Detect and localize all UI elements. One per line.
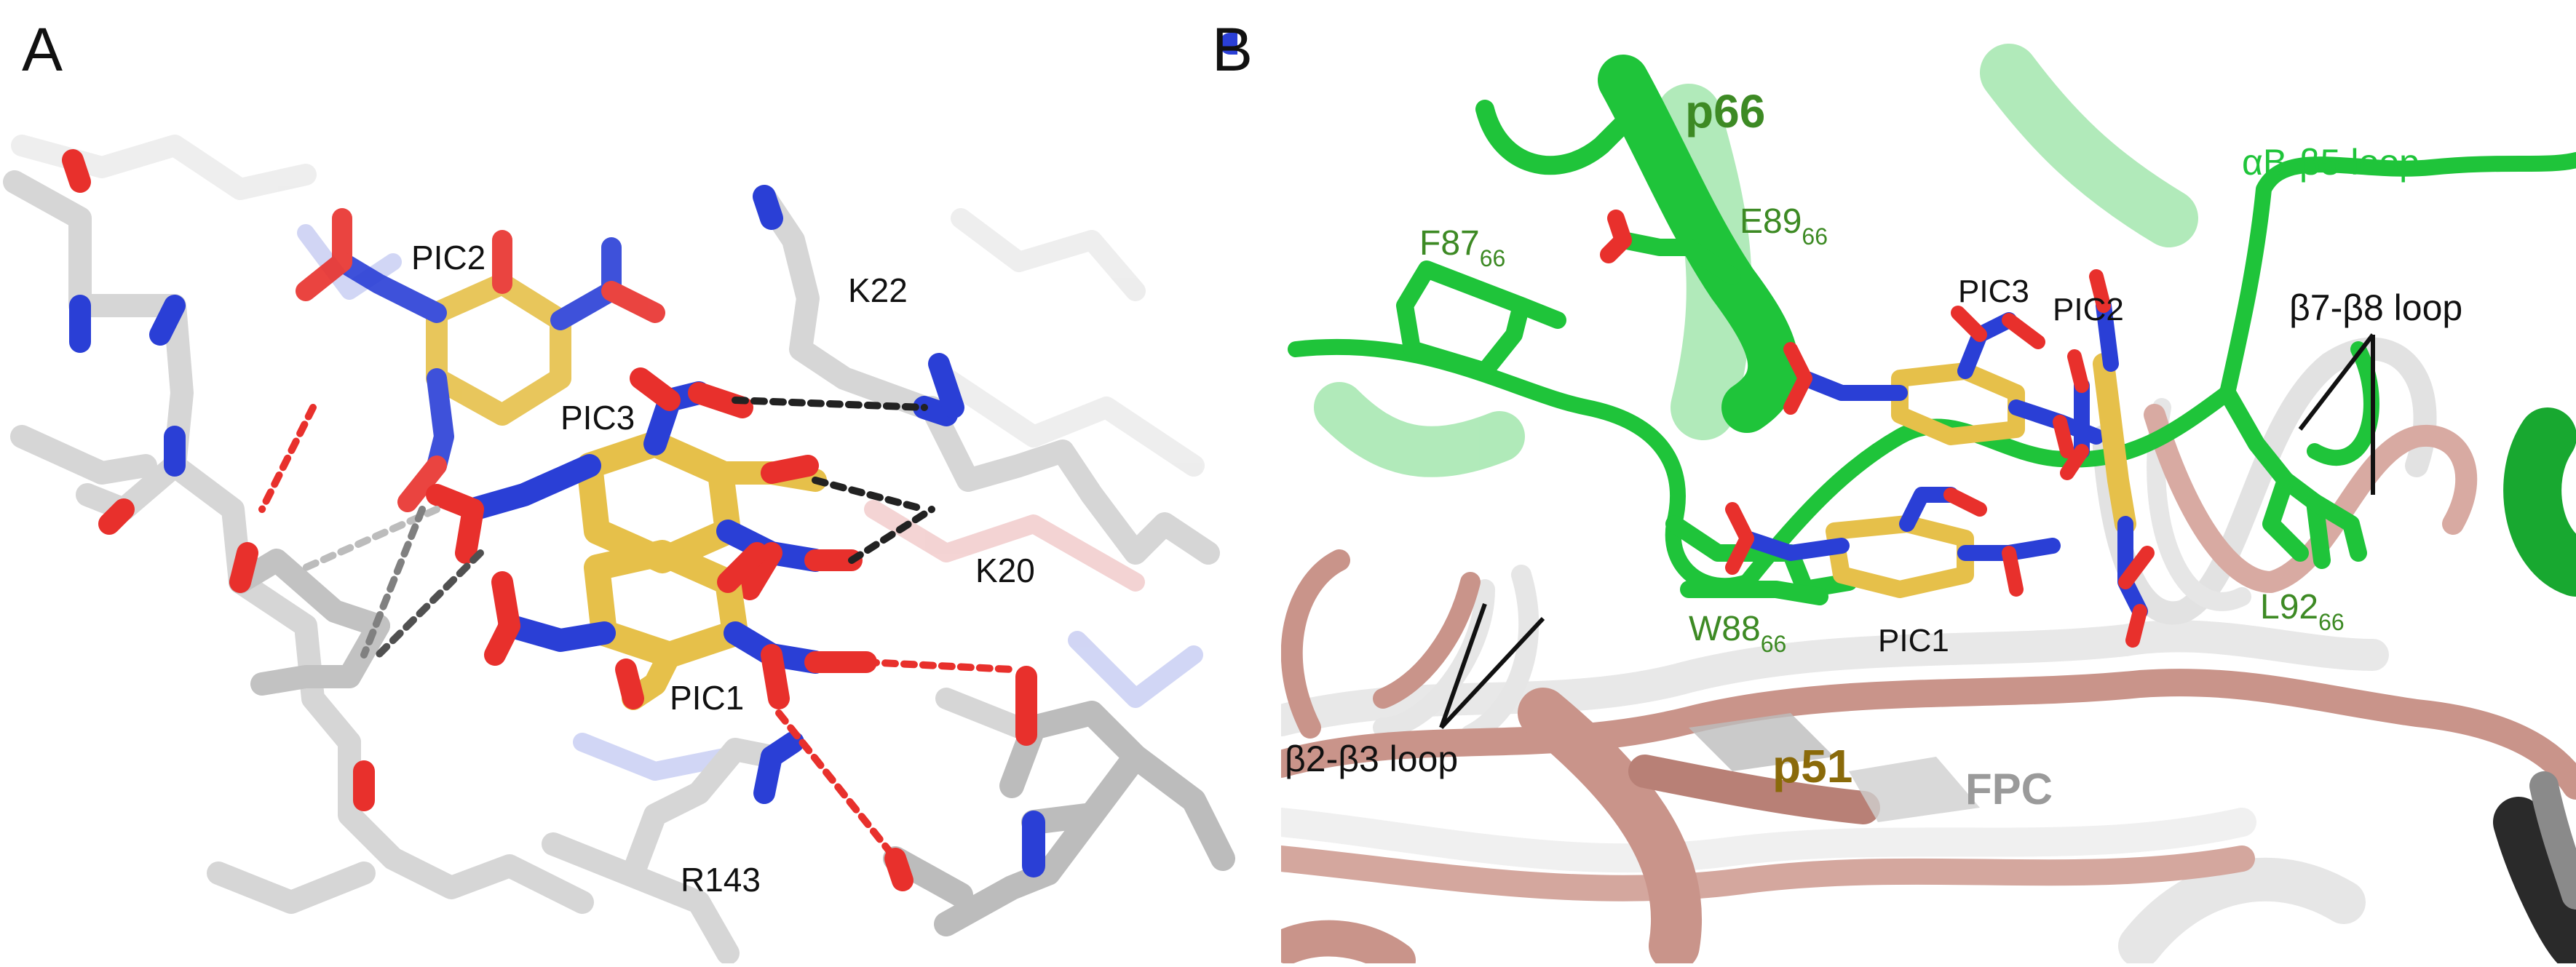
label-b7-b8-loop: β7-β8 loop <box>2289 287 2462 328</box>
label-p66: p66 <box>1685 85 1765 138</box>
label-pic3: PIC3 <box>560 399 635 437</box>
pic2-b-molecule <box>2060 269 2155 648</box>
background-protein-sticks <box>11 135 1205 781</box>
label-fpc: FPC <box>1965 765 2053 813</box>
label-p51: p51 <box>1772 740 1852 792</box>
label-pic3-b: PIC3 <box>1958 274 2029 309</box>
label-e89: E8966 <box>1740 202 1828 250</box>
panel-a-labels: PIC2 PIC3 PIC1 K22 K20 R143 <box>411 239 1035 899</box>
label-pic1-b: PIC1 <box>1878 623 1949 658</box>
label-f87: F8766 <box>1419 224 1505 271</box>
label-pic2-b: PIC2 <box>2053 292 2124 327</box>
b7-b8-pointer-1 <box>2298 333 2375 431</box>
p51-ribbons <box>1267 404 2576 967</box>
panel-a-letter: A <box>22 15 63 84</box>
pic1-molecule <box>484 540 877 710</box>
panel-b-letter: B <box>1212 15 1253 84</box>
panel-b-labels: p66 αB-β5 loop F8766 E8966 PIC3 PIC2 β7-… <box>1285 85 2462 813</box>
panel-a: A <box>0 0 1248 965</box>
b2-b3-pointer-2 <box>1439 616 1545 730</box>
pic3-molecule <box>426 367 863 600</box>
label-pic2: PIC2 <box>411 239 486 276</box>
pic1-b-molecule <box>1725 487 2061 598</box>
label-k22: K22 <box>848 271 908 309</box>
panel-a-structure: PIC2 PIC3 PIC1 K22 K20 R143 <box>3 33 1248 965</box>
pic3-b-molecule <box>1783 306 2104 458</box>
pic2-molecule <box>296 208 665 512</box>
label-ab-b5-loop: αB-β5 loop <box>2242 142 2420 183</box>
protein-heteroatoms <box>62 33 1248 891</box>
label-b2-b3-loop: β2-β3 loop <box>1285 739 1458 779</box>
label-r143: R143 <box>681 861 761 899</box>
b2-b3-pointer-1 <box>1439 603 1487 728</box>
interaction-dashes <box>258 397 1015 862</box>
label-w88: W8866 <box>1689 610 1786 657</box>
pointer-lines <box>1439 333 2375 730</box>
fpc-sheet <box>1689 713 1980 822</box>
dark-ribbon <box>2493 771 2576 967</box>
label-l92: L9266 <box>2260 588 2345 635</box>
label-k20: K20 <box>975 552 1035 589</box>
label-pic1: PIC1 <box>670 679 744 717</box>
panel-b: B <box>1212 0 2576 967</box>
panel-b-structure: p66 αB-β5 loop F8766 E8966 PIC3 PIC2 β7-… <box>1265 44 2576 967</box>
